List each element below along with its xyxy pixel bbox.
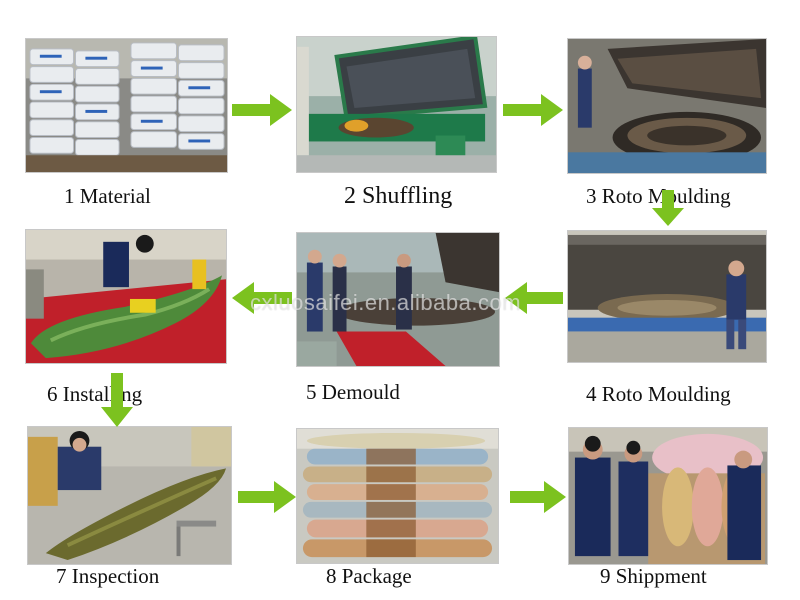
arrow-left-icon — [505, 282, 563, 314]
photo-demould — [296, 232, 500, 367]
step-label-5: 5 Demould — [306, 380, 400, 404]
arrow-down-icon — [101, 373, 133, 427]
photo-package — [296, 428, 499, 564]
step-label-9: 9 Shippment — [600, 564, 707, 588]
step-label-1: 1 Material — [64, 184, 151, 208]
photo-roto-moulding-3 — [567, 38, 767, 174]
arrow-right-icon — [510, 481, 566, 513]
arrow-right-icon — [232, 94, 292, 126]
step-label-8: 8 Package — [326, 564, 412, 588]
step-label-3: 3 Roto Moulding — [586, 184, 731, 208]
photo-shippment — [568, 427, 768, 565]
photo-roto-moulding-4 — [567, 230, 767, 363]
arrow-right-icon — [503, 94, 563, 126]
photo-installing — [25, 229, 227, 364]
arrow-left-icon — [232, 282, 292, 314]
step-label-7: 7 Inspection — [56, 564, 160, 588]
photo-shuffling — [296, 36, 497, 173]
photo-inspection — [27, 426, 232, 565]
step-label-2: 2 Shuffling — [344, 183, 453, 209]
arrow-right-icon — [238, 481, 296, 513]
arrow-down-icon — [652, 190, 684, 226]
step-label-4: 4 Roto Moulding — [586, 382, 731, 406]
photo-material — [25, 38, 228, 173]
